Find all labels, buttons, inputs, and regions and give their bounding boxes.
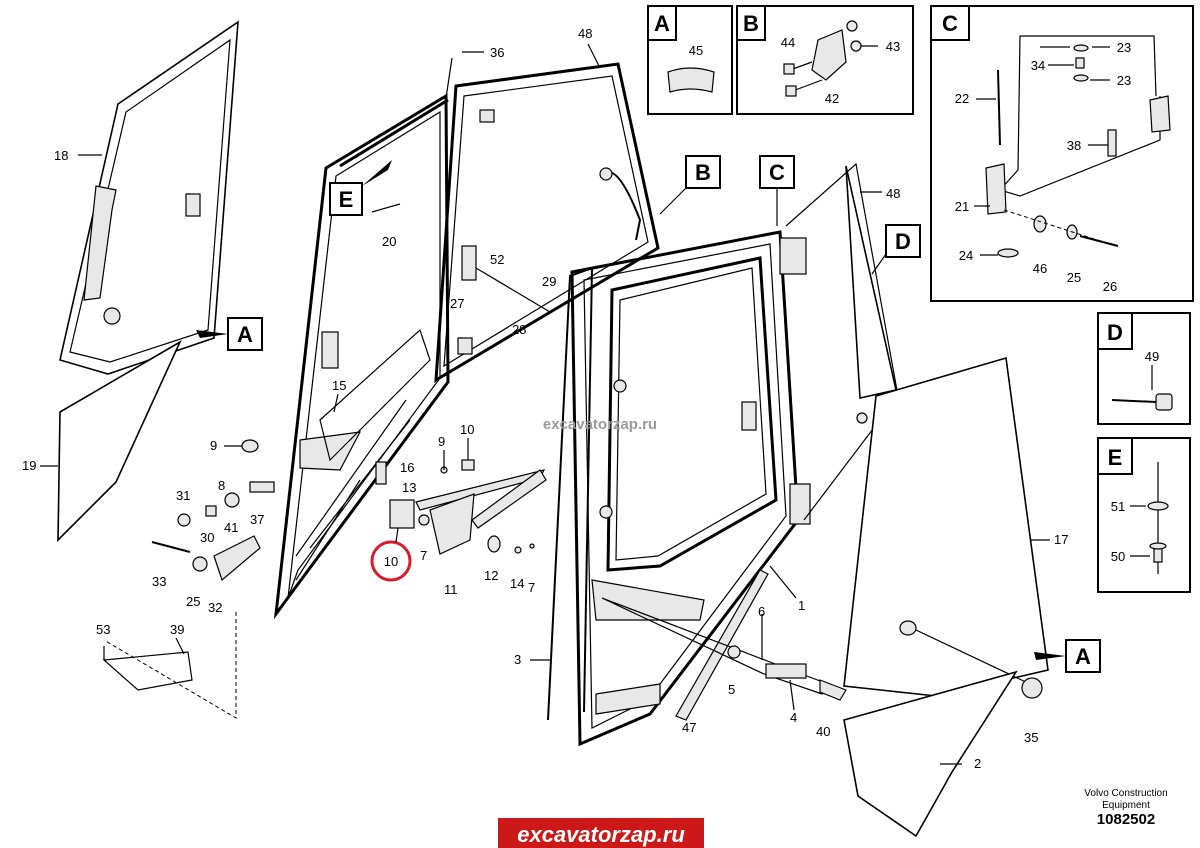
callout-43: 43: [886, 39, 900, 54]
callout-46: 46: [1033, 261, 1047, 276]
callout-32: 32: [208, 600, 222, 615]
brand-line-1: Volvo Construction: [1084, 788, 1167, 799]
detail-letter-a: A: [654, 11, 670, 36]
callout-44: 44: [781, 35, 795, 50]
callout-labels: 36 48 18 20 52 29 27 28 15 9 10 9 16 13 …: [22, 26, 1068, 771]
callout-14: 14: [510, 576, 524, 591]
callout-7-left: 7: [420, 548, 427, 563]
callout-24: 24: [959, 248, 973, 263]
callout-18: 18: [54, 148, 68, 163]
callout-15: 15: [332, 378, 346, 393]
callout-10-top: 10: [460, 422, 474, 437]
site-banner-text: excavatorzap.ru: [517, 822, 685, 847]
callout-48-top: 48: [578, 26, 592, 41]
door-window-48: [434, 43, 660, 383]
detail-box-a: A 45: [647, 5, 733, 115]
callout-49: 49: [1145, 349, 1159, 364]
ref-tag-c: C: [769, 160, 785, 185]
callout-4: 4: [790, 710, 797, 725]
callout-8: 8: [218, 478, 225, 493]
callout-10-highlight: 10: [384, 554, 398, 569]
drawing-number: 1082502: [1097, 811, 1155, 828]
door-right-frame: [547, 230, 847, 747]
glass-panel-48-right: [845, 165, 897, 399]
watermark-text: excavatorzap.ru: [543, 416, 657, 433]
callout-33: 33: [152, 574, 166, 589]
detail-letter-d: D: [1107, 320, 1123, 345]
dashed-guide-lines: [103, 612, 237, 719]
callout-7-right: 7: [528, 580, 535, 595]
callout-20: 20: [382, 234, 396, 249]
callout-37: 37: [250, 512, 264, 527]
callout-28: 28: [512, 322, 526, 337]
detail-letter-c: C: [942, 11, 958, 36]
glass-panel-19: [57, 340, 182, 542]
glass-panel-2: [843, 670, 1018, 838]
callout-23: 23: [1117, 40, 1131, 55]
callout-31: 31: [176, 488, 190, 503]
ref-tag-a-right: A: [1075, 644, 1091, 669]
callout-48-right: 48: [886, 186, 900, 201]
ref-tags: A E B C D A: [196, 155, 1101, 673]
callout-50: 50: [1111, 549, 1125, 564]
callout-1: 1: [798, 598, 805, 613]
ref-tag-b: B: [695, 160, 711, 185]
callout-5: 5: [728, 682, 735, 697]
callout-6: 6: [758, 604, 765, 619]
callout-51: 51: [1111, 499, 1125, 514]
callout-16: 16: [400, 460, 414, 475]
callout-9-center: 9: [438, 434, 445, 449]
callout-39: 39: [170, 622, 184, 637]
callout-21: 21: [955, 199, 969, 214]
callout-29: 29: [542, 274, 556, 289]
brand-block: Volvo Construction Equipment 1082502: [1084, 788, 1167, 828]
callout-52: 52: [490, 252, 504, 267]
callout-36: 36: [490, 45, 504, 60]
callout-53: 53: [96, 622, 110, 637]
callout-41: 41: [224, 520, 238, 535]
callout-26: 26: [1103, 279, 1117, 294]
callout-9-left: 9: [210, 438, 217, 453]
detail-box-e: E 51 50: [1097, 437, 1191, 593]
callout-13: 13: [402, 480, 416, 495]
detail-letter-b: B: [743, 11, 759, 36]
detail-box-c: C 23 34 23 22 38 21 24 46 25 26: [930, 5, 1194, 302]
callout-25: 25: [186, 594, 200, 609]
callout-22: 22: [955, 91, 969, 106]
callout-40: 40: [816, 724, 830, 739]
detail-box-d: D 49: [1097, 312, 1191, 425]
callout-47: 47: [682, 720, 696, 735]
ref-tag-a-left: A: [237, 322, 253, 347]
callout-42: 42: [825, 91, 839, 106]
site-banner: excavatorzap.ru: [498, 818, 704, 848]
ref-tag-d: D: [895, 229, 911, 254]
callout-35: 35: [1024, 730, 1038, 745]
detail-box-b: B 44 43 42: [736, 5, 914, 115]
callout-38: 38: [1067, 138, 1081, 153]
detail-letter-e: E: [1108, 445, 1123, 470]
callout-30: 30: [200, 530, 214, 545]
door-left-frame: [273, 57, 453, 620]
callout-45: 45: [689, 43, 703, 58]
callout-2: 2: [974, 756, 981, 771]
callout-3: 3: [514, 652, 521, 667]
lower-small-parts: [102, 439, 547, 691]
callout-25-c: 25: [1067, 270, 1081, 285]
callout-12: 12: [484, 568, 498, 583]
highlighted-part-10: 10: [370, 527, 412, 582]
callout-19: 19: [22, 458, 36, 473]
callout-23b: 23: [1117, 73, 1131, 88]
glass-panel-17: [843, 356, 1049, 697]
callout-34: 34: [1031, 58, 1045, 73]
ref-tag-e: E: [339, 187, 354, 212]
glass-panel-18: [59, 20, 239, 375]
callout-27: 27: [450, 296, 464, 311]
callout-17: 17: [1054, 532, 1068, 547]
callout-11: 11: [444, 582, 458, 597]
brand-line-2: Equipment: [1102, 800, 1150, 811]
